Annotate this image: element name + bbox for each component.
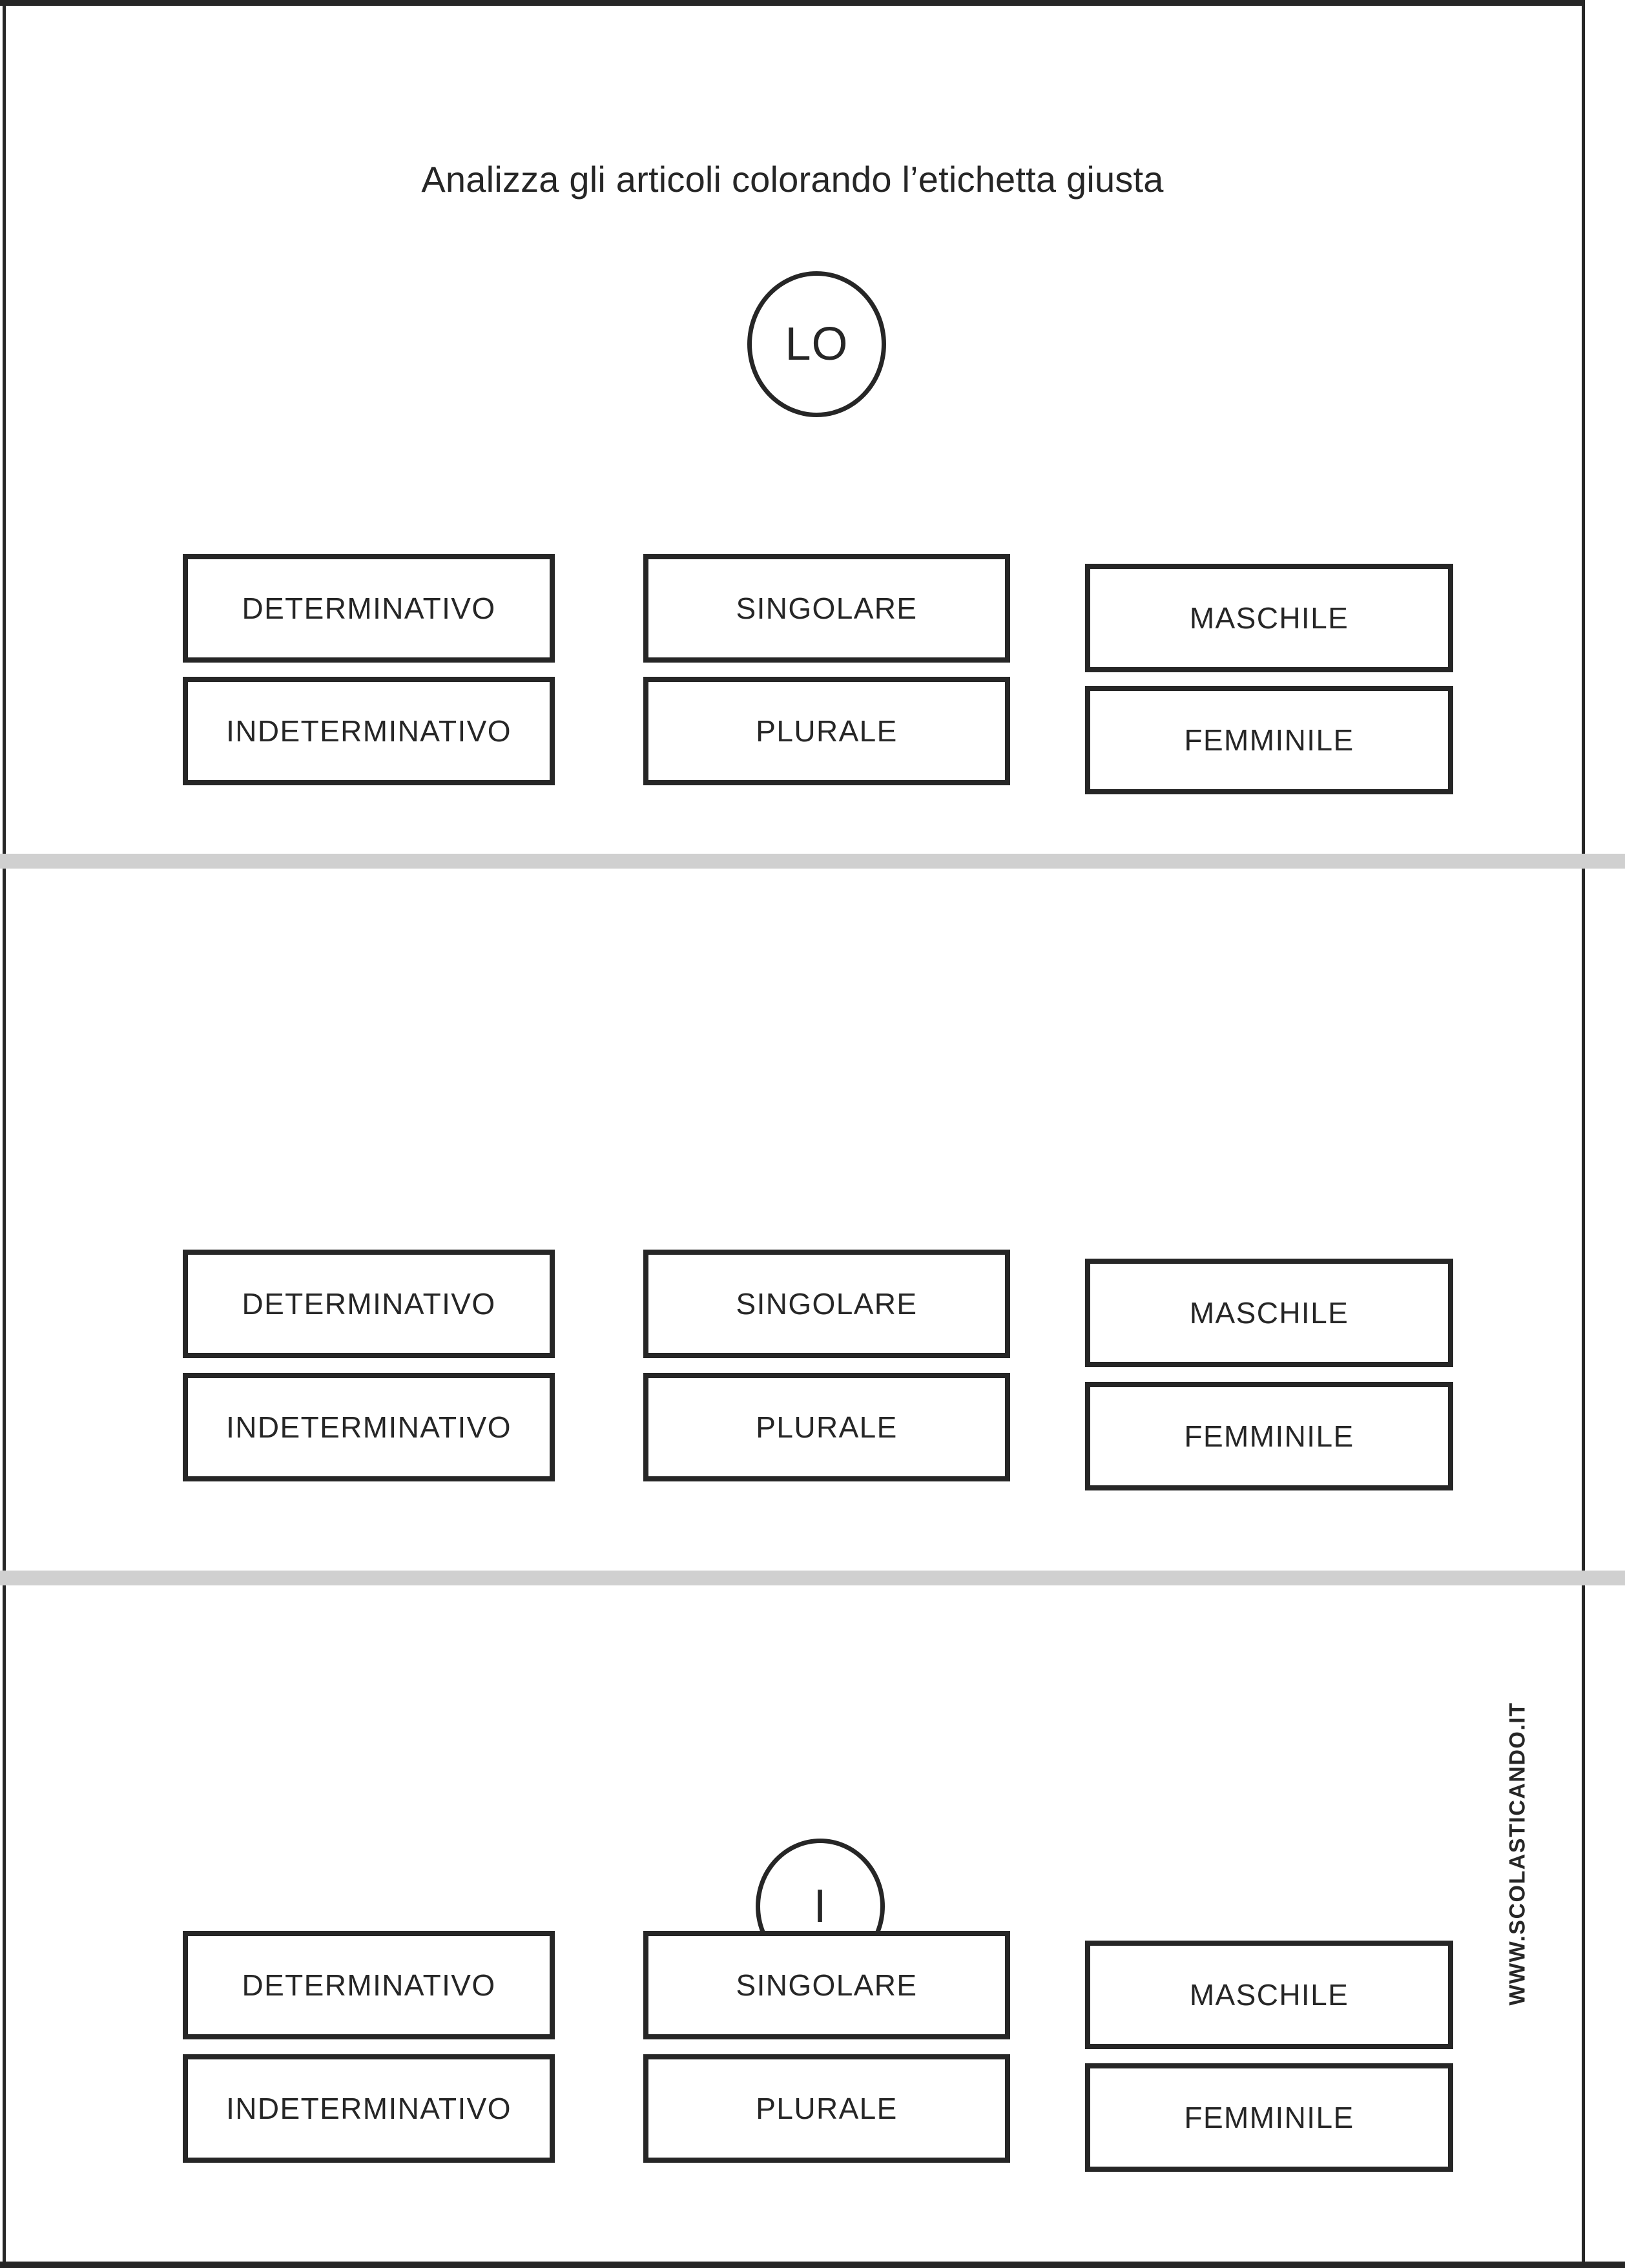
label-box-singolare[interactable]: SINGOLARE [643,1931,1010,2039]
label-text: INDETERMINATIVO [226,2092,512,2125]
exercise-block-3: UNA DETERMINATIVO INDETERMINATIVO SINGOL… [0,1585,1585,2268]
section-separator-2 [0,1571,1625,1585]
label-text: DETERMINATIVO [242,592,496,625]
label-box-indeterminativo[interactable]: INDETERMINATIVO [183,677,555,785]
label-box-plurale[interactable]: PLURALE [643,2054,1010,2163]
page-border-top [0,0,1585,6]
exercise-block-1: LO DETERMINATIVO INDETERMINATIVO SINGOLA… [0,0,1585,854]
label-box-plurale[interactable]: PLURALE [643,1373,1010,1481]
label-box-determinativo[interactable]: DETERMINATIVO [183,1250,555,1358]
label-text: SINGOLARE [736,592,918,625]
label-text: PLURALE [756,1410,898,1444]
label-box-determinativo[interactable]: DETERMINATIVO [183,1931,555,2039]
label-box-maschile[interactable]: MASCHILE [1085,1941,1453,2049]
article-text: LO [785,318,849,370]
label-text: INDETERMINATIVO [226,1410,512,1444]
label-text: SINGOLARE [736,1968,918,2002]
exercise-block-2: I DETERMINATIVO INDETERMINATIVO SINGOLAR… [0,869,1585,1974]
site-watermark: WWW.SCOLASTICANDO.IT [1485,1666,1550,2041]
label-text: MASCHILE [1189,601,1349,635]
label-text: DETERMINATIVO [242,1968,496,2002]
worksheet-title: Analizza gli articoli colorando l’etiche… [421,159,1164,200]
label-text: INDETERMINATIVO [226,714,512,748]
label-text: PLURALE [756,714,898,748]
label-text: FEMMINILE [1184,1419,1354,1453]
label-text: PLURALE [756,2092,898,2125]
section-separator-1 [0,854,1625,869]
label-box-plurale[interactable]: PLURALE [643,677,1010,785]
page-border-right [1582,0,1585,2263]
page-border-left [3,0,6,2263]
label-text: MASCHILE [1189,1296,1349,1330]
label-box-singolare[interactable]: SINGOLARE [643,1250,1010,1358]
label-box-indeterminativo[interactable]: INDETERMINATIVO [183,1373,555,1481]
label-box-singolare[interactable]: SINGOLARE [643,554,1010,663]
label-box-femminile[interactable]: FEMMINILE [1085,1382,1453,1490]
article-text: I [813,1881,827,1932]
label-text: DETERMINATIVO [242,1287,496,1321]
label-text: SINGOLARE [736,1287,918,1321]
label-text: MASCHILE [1189,1978,1349,2012]
label-box-maschile[interactable]: MASCHILE [1085,1259,1453,1367]
watermark-text: WWW.SCOLASTICANDO.IT [1505,1701,1530,2006]
label-text: FEMMINILE [1184,723,1354,757]
article-bubble-1[interactable]: LO [747,271,886,417]
label-box-indeterminativo[interactable]: INDETERMINATIVO [183,2054,555,2163]
label-box-determinativo[interactable]: DETERMINATIVO [183,554,555,663]
label-box-femminile[interactable]: FEMMINILE [1085,686,1453,794]
label-text: FEMMINILE [1184,2101,1354,2134]
label-box-maschile[interactable]: MASCHILE [1085,564,1453,672]
label-box-femminile[interactable]: FEMMINILE [1085,2063,1453,2172]
page-border-bottom [0,2262,1625,2268]
